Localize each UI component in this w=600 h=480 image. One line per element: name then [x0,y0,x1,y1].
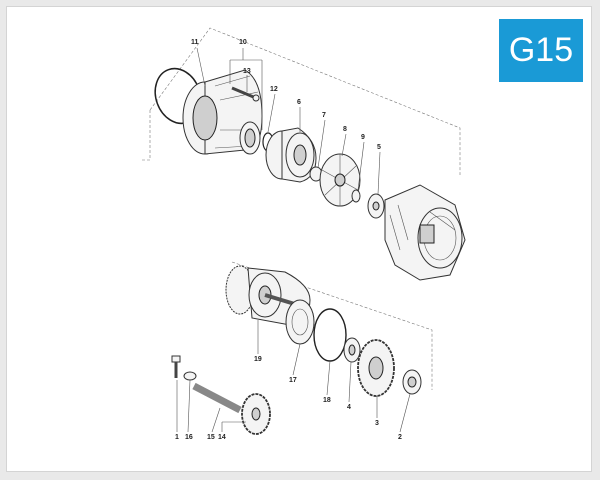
spacer-bushing-part [402,369,422,395]
label-10: 10 [239,39,247,46]
label-18: 18 [323,397,331,404]
bolt-part [231,86,260,102]
washer-16-part [183,371,197,381]
crankcase-part [384,184,466,281]
label-1: 1 [175,434,179,441]
upper-assembly-outline-left [140,110,151,161]
plate-part [367,193,385,219]
label-16: 16 [185,434,193,441]
needle-bearing-part [343,337,361,363]
label-14: 14 [218,434,226,441]
page-code-badge: G15 [499,19,583,82]
label-2: 2 [398,434,402,441]
label-12: 12 [270,86,278,93]
drum-part [265,127,317,183]
label-11: 11 [191,39,199,46]
gear-part [357,339,395,397]
sprocket-part [241,393,271,435]
label-6: 6 [297,99,301,106]
label-7: 7 [322,112,326,119]
leader-lines [176,47,411,433]
label-17: 17 [289,377,297,384]
shaft-part [192,382,242,414]
thrust-ring-part [313,308,347,362]
label-3: 3 [375,420,379,427]
label-19: 19 [254,356,262,363]
label-15: 15 [207,434,215,441]
clutch-shoes-part [319,153,361,207]
label-4: 4 [347,404,351,411]
clutch-hub-part [225,265,311,326]
bearing-part [239,121,261,155]
diagram-frame [6,6,592,472]
label-5: 5 [377,144,381,151]
label-8: 8 [343,126,347,133]
needle-cage-part [285,299,315,345]
screw-part [171,355,181,378]
label-9: 9 [361,134,365,141]
label-13: 13 [243,68,251,75]
washer-part [351,189,361,203]
